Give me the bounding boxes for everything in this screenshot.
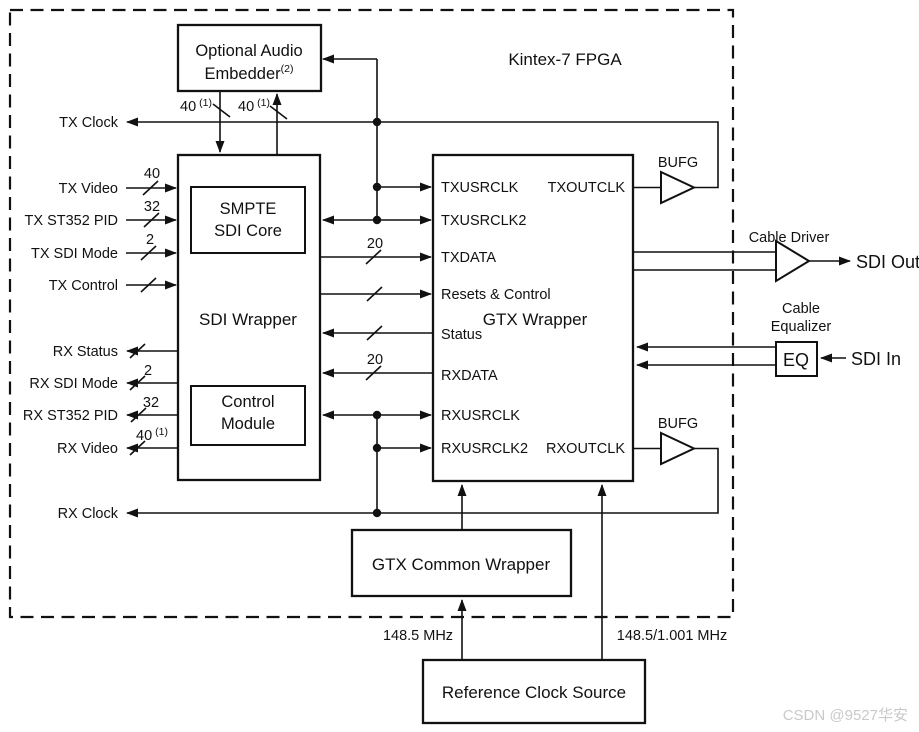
junction-dots bbox=[372, 117, 382, 518]
bufg-tx-buffer bbox=[660, 170, 697, 205]
slash-rxdata bbox=[365, 365, 382, 381]
signal-rx-st352-pid: RX ST352 PID bbox=[23, 408, 118, 424]
reference-clock-source-label: Reference Clock Source bbox=[442, 683, 626, 702]
wire-tx-clock bbox=[126, 117, 719, 189]
bufg-rx-buffer bbox=[660, 431, 697, 466]
slash-tx-sdi-mode bbox=[140, 245, 157, 261]
port-txoutclk: TXOUTCLK bbox=[548, 180, 626, 196]
reference-clock-source-block bbox=[421, 658, 647, 725]
sdi-wrapper-label: SDI Wrapper bbox=[199, 310, 297, 329]
slash-tx-video bbox=[142, 180, 159, 196]
signal-tx-st352-pid: TX ST352 PID bbox=[25, 213, 118, 229]
dot-txusrclk bbox=[372, 182, 382, 192]
eq-label: EQ bbox=[783, 350, 809, 370]
slash-txdata bbox=[365, 249, 382, 265]
audio-embedder-block bbox=[176, 23, 323, 93]
gtx-wrapper-block bbox=[431, 153, 635, 483]
port-resets-control: Resets & Control bbox=[441, 287, 551, 303]
dot-rxclock bbox=[372, 508, 382, 518]
port-status: Status bbox=[441, 327, 482, 343]
eq-block bbox=[775, 341, 818, 377]
bus-rx-st352: 32 bbox=[143, 395, 159, 411]
port-rxusrclk: RXUSRCLK bbox=[441, 408, 520, 424]
port-txusrclk2: TXUSRCLK2 bbox=[441, 213, 526, 229]
slash-rx-status bbox=[129, 343, 146, 359]
signal-rx-clock: RX Clock bbox=[58, 506, 119, 522]
smpte-sdi-core-block bbox=[190, 186, 306, 254]
smpte-core-label-2: SDI Core bbox=[214, 222, 282, 240]
fpga-title: Kintex-7 FPGA bbox=[508, 50, 622, 69]
slash-embed-up bbox=[269, 105, 288, 120]
slash-tx-st352 bbox=[143, 212, 160, 228]
slash-tx-control bbox=[140, 277, 157, 293]
bus-rx-sdi-mode: 2 bbox=[144, 363, 152, 379]
wire-rx-clock bbox=[126, 447, 719, 518]
smpte-core-label-1: SMPTE bbox=[220, 200, 277, 218]
bus-embed-up: 40(1) bbox=[238, 97, 270, 115]
dot-rxusrclk bbox=[372, 410, 382, 420]
port-txusrclk: TXUSRCLK bbox=[441, 180, 519, 196]
bus-tx-video: 40 bbox=[144, 166, 160, 182]
signal-tx-sdi-mode: TX SDI Mode bbox=[31, 246, 118, 262]
dot-txusrclk2 bbox=[372, 215, 382, 225]
bus-tx-sdi-mode: 2 bbox=[146, 232, 154, 248]
cable-driver-buffer bbox=[775, 239, 811, 283]
bufg-rx-label: BUFG bbox=[658, 416, 698, 432]
watermark: CSDN @9527华安 bbox=[783, 707, 908, 724]
gtx-common-wrapper-label: GTX Common Wrapper bbox=[372, 555, 551, 574]
dot-rxusrclk2 bbox=[372, 443, 382, 453]
dot-txclock bbox=[372, 117, 382, 127]
signal-rx-sdi-mode: RX SDI Mode bbox=[29, 376, 118, 392]
cable-equalizer-label-2: Equalizer bbox=[771, 319, 832, 335]
audio-embedder-label-2: Embedder(2) bbox=[205, 63, 294, 83]
slash-resets bbox=[366, 286, 383, 302]
control-module-label-2: Module bbox=[221, 415, 275, 433]
bus-rxdata: 20 bbox=[367, 352, 383, 368]
gtx-wrapper-label: GTX Wrapper bbox=[483, 310, 588, 329]
slash-embed-down bbox=[212, 103, 231, 118]
signal-sdi-in: SDI In bbox=[851, 349, 901, 369]
bus-txdata: 20 bbox=[367, 236, 383, 252]
bus-slashes bbox=[129, 103, 383, 456]
signal-tx-control: TX Control bbox=[49, 278, 118, 294]
control-module-block bbox=[190, 385, 306, 446]
audio-embedder-label-1: Optional Audio bbox=[195, 42, 302, 60]
refclk-common-label: 148.5 MHz bbox=[383, 628, 453, 644]
bus-embed-down: 40(1) bbox=[180, 97, 212, 115]
signal-tx-video: TX Video bbox=[59, 181, 118, 197]
port-txdata: TXDATA bbox=[441, 250, 496, 266]
port-rxdata: RXDATA bbox=[441, 368, 498, 384]
control-module-label-1: Control bbox=[221, 393, 274, 411]
slash-rx-video bbox=[129, 440, 146, 456]
port-rxusrclk2: RXUSRCLK2 bbox=[441, 441, 528, 457]
bus-tx-st352: 32 bbox=[144, 199, 160, 215]
signal-tx-clock: TX Clock bbox=[59, 115, 119, 131]
wires bbox=[126, 54, 851, 660]
gtx-common-wrapper-block bbox=[350, 528, 573, 598]
bufg-tx-label: BUFG bbox=[658, 155, 698, 171]
fpga-boundary bbox=[8, 8, 735, 619]
slash-rx-st352 bbox=[130, 407, 147, 423]
slash-status bbox=[366, 325, 383, 341]
signal-sdi-out: SDI Out bbox=[856, 252, 919, 272]
cable-equalizer-label-1: Cable bbox=[782, 301, 820, 317]
signal-rx-video: RX Video bbox=[57, 441, 118, 457]
cable-driver-label: Cable Driver bbox=[749, 230, 830, 246]
bus-rx-video: 40(1) bbox=[136, 426, 168, 444]
signal-rx-status: RX Status bbox=[53, 344, 118, 360]
port-rxoutclk: RXOUTCLK bbox=[546, 441, 625, 457]
refclk-gtx-label: 148.5/1.001 MHz bbox=[617, 628, 727, 644]
slash-rx-sdi-mode bbox=[129, 375, 146, 391]
